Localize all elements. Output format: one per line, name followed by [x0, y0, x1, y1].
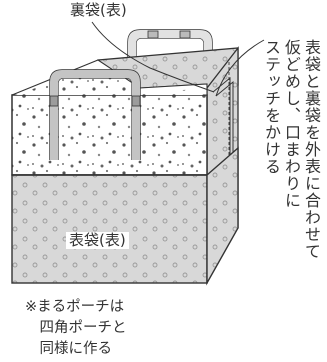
footnote-line: ※まるポーチは [25, 299, 125, 315]
footnote-line: 四角ポーチと [25, 320, 127, 336]
inner-label-leader [91, 21, 215, 93]
inner-bag-label: 裏袋(表) [68, 1, 129, 20]
instruction-line: ステッチをかける [262, 39, 281, 175]
instruction-note: 表袋と裏袋を外表に合わせて 仮どめし、口まわりに ステッチをかける [261, 39, 321, 260]
instruction-leader [215, 39, 265, 97]
instruction-line: 表袋と裏袋を外表に合わせて [302, 39, 321, 260]
outer-bag-front [11, 174, 208, 284]
instruction-line: 仮どめし、口まわりに [282, 39, 301, 209]
footnote: ※まるポーチは 四角ポーチと 同様に作る [25, 297, 127, 360]
footnote-line: 同様に作る [25, 341, 112, 357]
outer-bag-label: 表袋(表) [66, 231, 129, 250]
